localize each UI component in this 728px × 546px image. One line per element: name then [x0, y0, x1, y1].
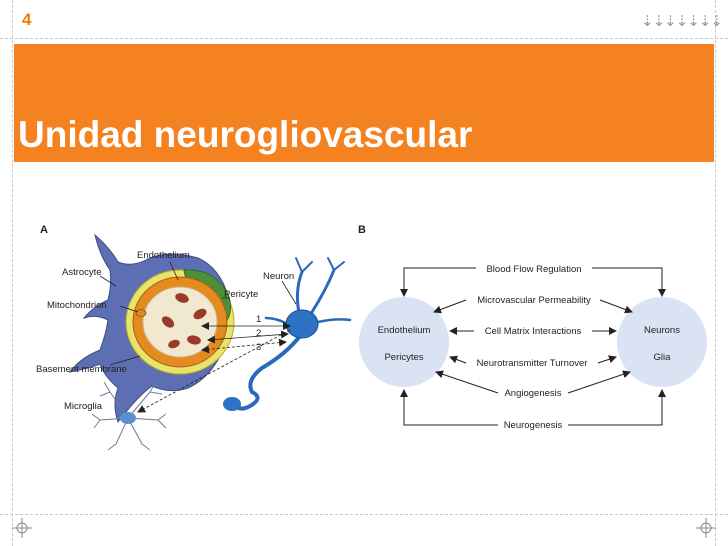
panel-b-label: B — [358, 224, 366, 236]
frame-guide-bottom — [0, 514, 728, 515]
label-pericyte: Pericyte — [224, 289, 258, 300]
panel-b: B Endothelium Pericytes Neurons Glia — [358, 224, 707, 431]
blood-cell-shape — [175, 293, 189, 303]
arrow-angiogenesis-left — [435, 370, 499, 394]
slide-number: 4 — [22, 10, 32, 29]
neuron-soma-shape — [285, 309, 319, 339]
mitochondrion-shape — [135, 309, 147, 317]
label-astrocyte: Astrocyte — [62, 267, 102, 278]
crosshair-bottom-left-icon — [12, 518, 32, 538]
blood-cell-shape — [168, 339, 180, 349]
microglia-link-line — [137, 329, 291, 413]
relation-permeability: Microvascular Permeability — [477, 295, 591, 306]
node-endothelium-pericytes — [359, 297, 449, 387]
node-left-line1: Endothelium — [378, 325, 431, 336]
blood-cell-shape — [161, 316, 175, 328]
node-right-line2: Glia — [654, 352, 672, 363]
arrow-neurotransmitter-left — [449, 355, 467, 364]
label-neuron: Neuron — [263, 271, 294, 282]
label-mitochondrion: Mitochondrion — [47, 300, 107, 311]
label-endothelium: Endothelium — [137, 250, 190, 261]
relation-cell-matrix: Cell Matrix Interactions — [485, 326, 582, 337]
relation-neurogenesis: Neurogenesis — [504, 420, 563, 431]
slide-nav-arrows[interactable]: ⇣⇣⇣⇣⇣⇣⇣ — [641, 13, 723, 30]
leader-endothelium — [169, 261, 179, 281]
label-microglia: Microglia — [64, 401, 103, 412]
title-banner: Unidad neurogliovascular — [14, 44, 714, 162]
arrow-neurotransmitter-right — [597, 355, 617, 364]
node-left-line2: Pericytes — [384, 352, 423, 363]
interaction-line-3 — [201, 338, 287, 354]
axon-terminal-shape — [223, 397, 241, 411]
leader-basement-membrane — [109, 355, 141, 366]
crosshair-bottom-right-icon — [696, 518, 716, 538]
panel-a-label: A — [40, 224, 48, 236]
relation-angiogenesis: Angiogenesis — [504, 388, 561, 399]
relation-blood-flow: Blood Flow Regulation — [486, 264, 581, 275]
leader-astrocyte — [99, 275, 117, 287]
panel-a: A — [36, 224, 352, 451]
label-number-1: 1 — [256, 314, 261, 325]
label-number-3: 3 — [256, 342, 261, 353]
frame-guide-right — [715, 0, 716, 546]
relation-neurotransmitter: Neurotransmitter Turnover — [477, 358, 588, 369]
blood-cell-shape — [193, 308, 207, 320]
microglia-body-shape — [120, 412, 136, 424]
arrow-permeability-left — [433, 299, 467, 314]
blood-cell-shape — [187, 335, 201, 345]
neuron-shape — [230, 257, 352, 411]
leader-neuron — [281, 280, 297, 305]
label-basement-membrane: Basement membrane — [36, 364, 127, 375]
node-right-line1: Neurons — [644, 325, 680, 336]
slide-title: Unidad neurogliovascular — [18, 114, 473, 155]
frame-guide-top — [0, 38, 728, 39]
arrow-angiogenesis-right — [567, 370, 631, 394]
label-number-2: 2 — [256, 328, 261, 339]
leader-mitochondrion — [119, 305, 139, 313]
arrow-permeability-right — [599, 299, 633, 314]
frame-guide-left — [12, 0, 13, 546]
node-neurons-glia — [617, 297, 707, 387]
